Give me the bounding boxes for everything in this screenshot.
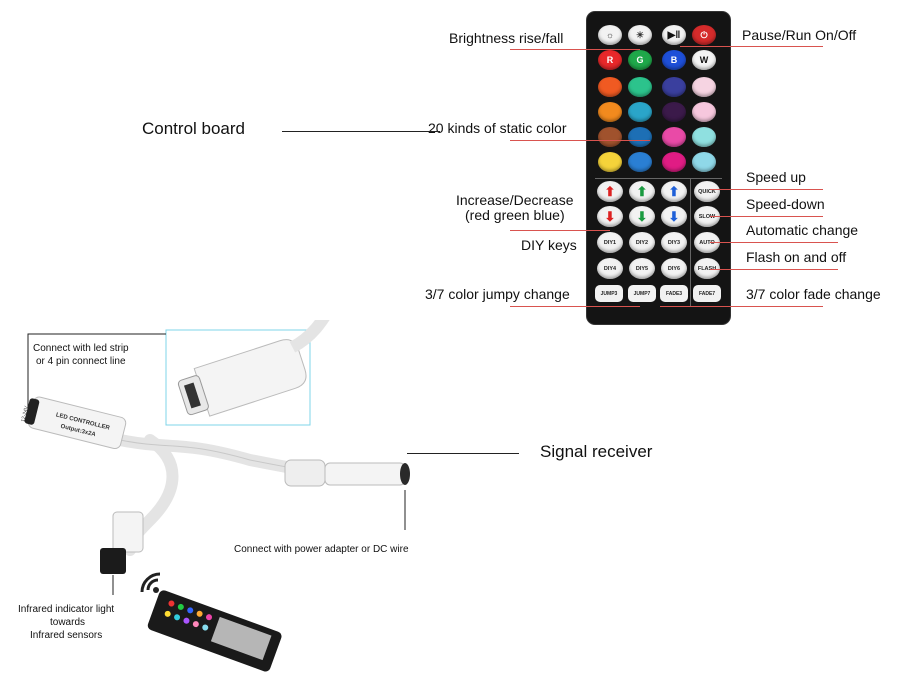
color-button[interactable] bbox=[692, 77, 716, 97]
blue-down-button[interactable]: ⬇ bbox=[661, 206, 687, 227]
color-button[interactable] bbox=[628, 127, 652, 147]
brightness-label: Brightness rise/fall bbox=[449, 30, 564, 46]
diy3-button[interactable]: DIY3 bbox=[661, 232, 687, 253]
power-connect-label: Connect with power adapter or DC wire bbox=[234, 544, 409, 555]
jump7-button[interactable]: JUMP7 bbox=[628, 285, 656, 302]
blue-up-button[interactable]: ⬆ bbox=[661, 181, 687, 202]
red-button[interactable]: R bbox=[598, 50, 622, 70]
speed-up-leader bbox=[710, 189, 823, 190]
slow-button[interactable]: SLOW bbox=[694, 206, 720, 227]
color-button[interactable] bbox=[598, 102, 622, 122]
red-down-button[interactable]: ⬇ bbox=[597, 206, 623, 227]
jump3-button[interactable]: JUMP3 bbox=[595, 285, 623, 302]
speed-up-label: Speed up bbox=[746, 169, 806, 185]
connect-strip-label-2: or 4 pin connect line bbox=[36, 356, 126, 367]
fade-label: 3/7 color fade change bbox=[746, 286, 881, 302]
blue-button[interactable]: B bbox=[662, 50, 686, 70]
remote-control: ☼ ☀ ▶‖ ⏻ R G B W ⬆ ⬆ ⬆ QUICK ⬇ ⬇ ⬇ SLOW … bbox=[587, 12, 730, 324]
green-down-button[interactable]: ⬇ bbox=[629, 206, 655, 227]
brightness-leader bbox=[510, 49, 640, 50]
color-button[interactable] bbox=[598, 152, 622, 172]
static-color-leader bbox=[510, 140, 650, 141]
fade-leader bbox=[660, 306, 823, 307]
speed-down-leader bbox=[710, 216, 823, 217]
pause-label: Pause/Run On/Off bbox=[742, 27, 857, 43]
diy1-button[interactable]: DIY1 bbox=[597, 232, 623, 253]
green-button[interactable]: G bbox=[628, 50, 652, 70]
color-button[interactable] bbox=[692, 127, 716, 147]
pause-leader bbox=[680, 46, 823, 47]
ir-label-2: towards bbox=[50, 617, 86, 628]
diy6-button[interactable]: DIY6 bbox=[661, 258, 687, 279]
auto-change-label: Automatic change bbox=[746, 222, 859, 238]
fade3-button[interactable]: FADE3 bbox=[660, 285, 688, 302]
play-pause-button[interactable]: ▶‖ bbox=[662, 25, 686, 45]
brightness-down-button[interactable]: ☼ bbox=[598, 25, 622, 45]
signal-receiver-label: Signal receiver bbox=[540, 442, 653, 461]
power-button[interactable]: ⏻ bbox=[692, 25, 716, 45]
flash-label: Flash on and off bbox=[746, 249, 847, 265]
color-button[interactable] bbox=[598, 127, 622, 147]
color-button[interactable] bbox=[662, 102, 686, 122]
speed-down-label: Speed-down bbox=[746, 196, 825, 212]
jumpy-label: 3/7 color jumpy change bbox=[425, 286, 570, 302]
flash-button[interactable]: FLASH bbox=[694, 258, 720, 279]
color-button[interactable] bbox=[692, 152, 716, 172]
diy2-button[interactable]: DIY2 bbox=[629, 232, 655, 253]
color-button[interactable] bbox=[662, 152, 686, 172]
color-button[interactable] bbox=[662, 127, 686, 147]
small-remote bbox=[147, 590, 282, 672]
auto-change-leader bbox=[710, 242, 838, 243]
ir-label-1: Infrared indicator light bbox=[18, 604, 115, 615]
brightness-up-button[interactable]: ☀ bbox=[628, 25, 652, 45]
wifi-icon bbox=[140, 572, 161, 593]
signal-receiver-leader bbox=[407, 453, 519, 454]
diy4-button[interactable]: DIY4 bbox=[597, 258, 623, 279]
auto-button[interactable]: AUTO bbox=[694, 232, 720, 253]
connect-strip-label-1: Connect with led strip bbox=[33, 343, 129, 354]
jumpy-leader bbox=[510, 306, 640, 307]
increase-label-2: (red green blue) bbox=[465, 207, 565, 223]
diy5-button[interactable]: DIY5 bbox=[629, 258, 655, 279]
quick-button[interactable]: QUICK bbox=[694, 181, 720, 202]
increase-label-1: Increase/Decrease bbox=[456, 192, 574, 208]
receiver-illustration bbox=[24, 320, 410, 672]
color-button[interactable] bbox=[598, 77, 622, 97]
white-button[interactable]: W bbox=[692, 50, 716, 70]
control-board-label: Control board bbox=[142, 119, 246, 138]
diy-keys-label: DIY keys bbox=[521, 237, 577, 253]
static-color-label: 20 kinds of static color bbox=[428, 120, 567, 136]
increase-leader bbox=[510, 230, 610, 231]
green-up-button[interactable]: ⬆ bbox=[629, 181, 655, 202]
red-up-button[interactable]: ⬆ bbox=[597, 181, 623, 202]
color-button[interactable] bbox=[628, 77, 652, 97]
control-board-leader bbox=[282, 131, 440, 132]
fade7-button[interactable]: FADE7 bbox=[693, 285, 721, 302]
flash-leader bbox=[710, 269, 838, 270]
color-button[interactable] bbox=[628, 152, 652, 172]
color-button[interactable] bbox=[662, 77, 686, 97]
ir-label-3: Infrared sensors bbox=[30, 630, 103, 641]
color-button[interactable] bbox=[692, 102, 716, 122]
color-button[interactable] bbox=[628, 102, 652, 122]
